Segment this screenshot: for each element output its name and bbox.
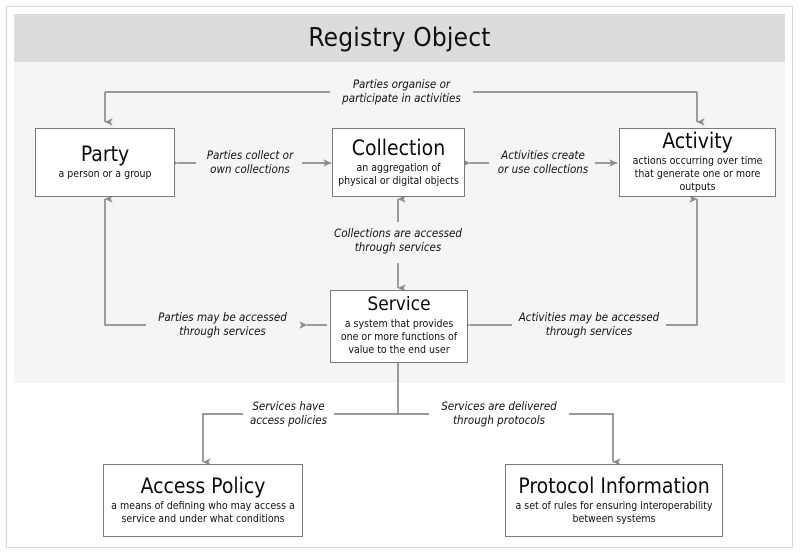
node-service-desc: a system that provides one or more funct… [340,318,458,356]
node-activity-desc: actions occurring over time that generat… [632,155,763,193]
node-protocol-information-title: Protocol Information [518,473,710,498]
node-access-policy-title: Access Policy [140,473,266,498]
node-party-desc: a person or a group [58,168,152,181]
wire-service-to-party [104,195,176,326]
node-collection-desc: an aggregation of physical or digital ob… [338,161,459,187]
wire-to-protocol-information [566,413,621,466]
node-service-title: Service [367,293,431,316]
node-party[interactable]: Party a person or a group [35,128,175,197]
node-access-policy-desc: a means of defining who may access a ser… [111,499,295,525]
node-activity[interactable]: Activity actions occurring over time tha… [619,128,776,197]
node-access-policy[interactable]: Access Policy a means of defining who ma… [103,464,303,537]
node-collection[interactable]: Collection an aggregation of physical or… [332,128,465,197]
wire-to-access-policy [202,413,246,466]
node-protocol-information-desc: a set of rules for ensuring interoperabi… [515,499,713,525]
node-protocol-information[interactable]: Protocol Information a set of rules for … [505,464,723,537]
node-collection-title: Collection [351,135,446,160]
wire-activity-down [658,195,698,326]
title-band: Registry Object [14,14,785,62]
node-service[interactable]: Service a system that provides one or mo… [330,290,468,363]
page-title: Registry Object [308,23,491,53]
node-party-title: Party [80,142,130,167]
node-activity-title: Activity [662,129,733,154]
